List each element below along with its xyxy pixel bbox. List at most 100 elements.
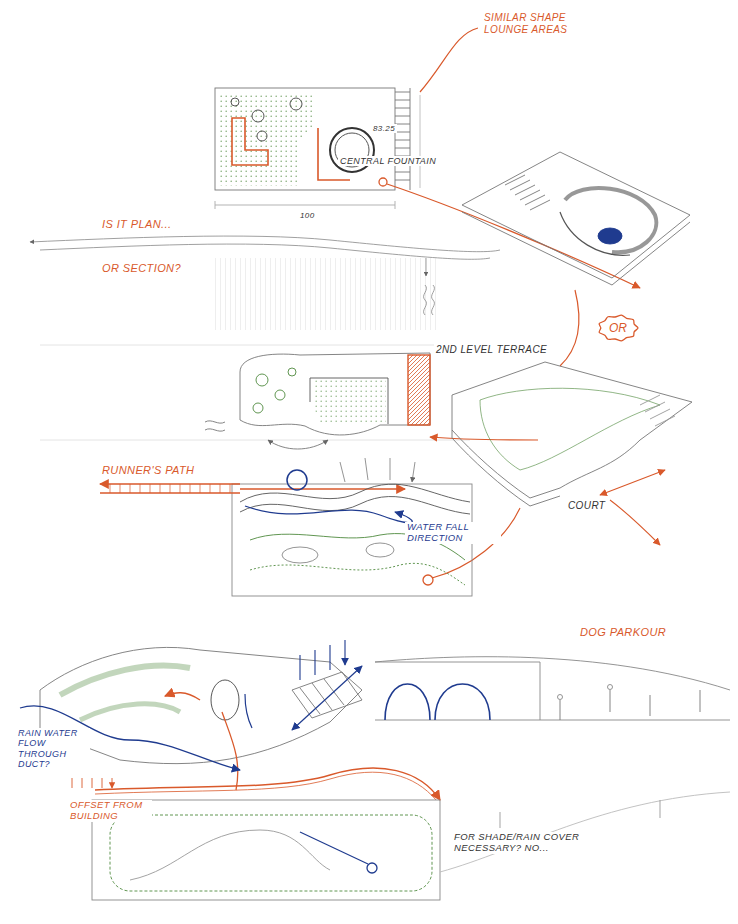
middle-plan-sketch-stroke	[256, 374, 268, 386]
runner-path-sketch-stroke	[110, 484, 230, 493]
top-iso-sketch-stroke	[462, 152, 690, 278]
bottom-plan-sketch-stroke	[72, 778, 112, 788]
sketch-annotation: IS IT PLAN...	[100, 218, 173, 231]
arch-section-sketch-stroke	[608, 685, 613, 690]
sketch-annotation: SIMILAR SHAPE LOUNGE AREAS	[482, 12, 582, 35]
bubble-text: OR	[609, 321, 639, 335]
top-iso-sketch	[462, 152, 690, 366]
bottom-plan-sketch	[72, 768, 730, 900]
section-band-sketch-stroke	[40, 244, 490, 259]
top-plan-sketch-stroke	[420, 95, 421, 188]
canopy-iso-sketch-stroke	[60, 666, 190, 695]
arch-section-sketch-stroke	[375, 662, 540, 720]
sketch-annotation: CENTRAL FOUNTAIN	[338, 156, 438, 166]
sketch-annotation: WATER FALL DIRECTION	[405, 522, 501, 544]
middle-plan-sketch-stroke	[408, 355, 430, 425]
top-plan-sketch-stroke	[290, 98, 302, 110]
runner-path-sketch-stroke	[340, 458, 415, 482]
bottom-plan-sketch-stroke	[367, 863, 377, 873]
middle-plan-sketch-stroke	[288, 368, 296, 376]
runner-path-sketch-stroke	[423, 575, 433, 585]
section-band-sketch-stroke	[40, 345, 470, 440]
sketch-annotation: RAIN WATER FLOW THROUGH DUCT?	[16, 728, 90, 769]
runner-path-sketch-stroke	[287, 470, 307, 490]
middle-iso-sketch-stroke	[640, 395, 675, 426]
top-plan-sketch-stroke	[215, 88, 395, 190]
middle-plan-sketch-stroke	[310, 378, 388, 424]
sketch-annotation: COURT	[566, 500, 607, 512]
middle-iso-sketch-stroke	[452, 430, 560, 506]
sketch-annotation: DOG PARKOUR	[578, 626, 668, 639]
top-iso-sketch-stroke	[560, 212, 630, 255]
middle-iso-sketch-stroke	[600, 470, 665, 495]
arch-section-sketch-stroke	[385, 684, 430, 720]
canopy-iso-sketch-stroke	[292, 672, 362, 718]
runner-path-sketch-stroke	[240, 497, 470, 514]
runner-path-sketch-stroke	[245, 506, 412, 523]
bottom-plan-sketch-stroke	[95, 772, 436, 800]
runner-path-sketch-stroke	[240, 484, 470, 502]
sketch-annotation: 83.25	[371, 124, 397, 133]
top-plan-sketch-stroke	[215, 201, 395, 209]
arch-section-sketch-stroke	[375, 720, 730, 721]
canopy-iso-sketch-stroke	[222, 712, 238, 790]
bottom-plan-sketch-stroke	[300, 832, 368, 864]
top-iso-sketch-stroke	[505, 175, 550, 210]
middle-plan-sketch-stroke	[430, 437, 538, 440]
sketch-annotation: 100	[298, 211, 317, 220]
top-iso-sketch-stroke	[598, 228, 622, 244]
section-band-sketch-stroke	[30, 236, 500, 252]
sketch-annotation: FOR SHADE/RAIN COVER NECESSARY? NO...	[452, 832, 631, 854]
section-band-sketch	[30, 236, 500, 440]
canopy-iso-sketch-stroke	[165, 693, 200, 700]
middle-iso-sketch-stroke	[480, 388, 660, 470]
sketch-annotation: OFFSET FROM BUILDING	[68, 800, 152, 822]
top-plan-sketch-stroke	[252, 110, 264, 122]
runner-path-sketch-stroke	[366, 543, 394, 557]
middle-iso-sketch-stroke	[610, 500, 660, 545]
cloud-outline-path	[599, 315, 638, 341]
top-plan-sketch-stroke	[395, 88, 410, 190]
top-iso-sketch-stroke	[565, 188, 656, 252]
bottom-plan-sketch-stroke	[440, 792, 730, 872]
middle-plan-sketch	[205, 353, 538, 449]
bottom-plan-sketch-stroke	[130, 830, 330, 880]
top-iso-sketch-stroke	[560, 290, 579, 366]
arch-section-sketch-stroke	[560, 690, 700, 720]
top-plan-sketch-stroke	[231, 98, 239, 106]
canopy-iso-sketch-stroke	[300, 640, 345, 680]
top-plan-sketch-stroke	[257, 131, 267, 141]
canopy-iso-sketch-stroke	[211, 680, 239, 720]
runner-path-sketch-stroke	[240, 488, 405, 489]
bottom-plan-sketch-stroke	[110, 815, 432, 891]
middle-iso-sketch	[432, 362, 692, 578]
canopy-iso-sketch-stroke	[80, 704, 180, 720]
canopy-iso-sketch-stroke	[245, 694, 252, 728]
middle-plan-sketch-stroke	[205, 421, 225, 431]
middle-plan-sketch-stroke	[240, 353, 430, 435]
section-band-sketch-stroke	[215, 258, 440, 330]
top-plan-sketch-stroke	[232, 118, 268, 165]
middle-plan-sketch-stroke	[275, 390, 285, 400]
arch-section-sketch-stroke	[558, 695, 563, 700]
arch-section-sketch-stroke	[435, 684, 490, 720]
middle-plan-sketch-stroke	[268, 440, 328, 449]
bottom-plan-sketch-stroke	[95, 768, 440, 800]
top-plan-sketch-stroke	[420, 28, 478, 92]
middle-plan-sketch-stroke	[253, 403, 263, 413]
cloud-bubble: OR	[597, 314, 639, 342]
section-band-sketch-stroke	[426, 258, 427, 276]
sketch-annotation: OR SECTION?	[100, 262, 183, 275]
section-band-sketch-stroke	[424, 285, 435, 315]
runner-path-sketch-stroke	[282, 547, 318, 563]
top-plan-sketch-stroke	[218, 92, 312, 186]
sketch-annotation: 2ND LEVEL TERRACE	[434, 344, 549, 356]
bottom-plan-sketch-stroke	[500, 800, 660, 828]
top-plan-sketch-stroke	[379, 178, 387, 186]
arch-section-sketch	[375, 657, 730, 720]
middle-iso-sketch-stroke	[452, 362, 692, 498]
runner-path-sketch-stroke	[250, 563, 465, 585]
middle-plan-sketch-stroke	[312, 380, 386, 422]
canopy-iso-sketch-stroke	[292, 666, 362, 730]
